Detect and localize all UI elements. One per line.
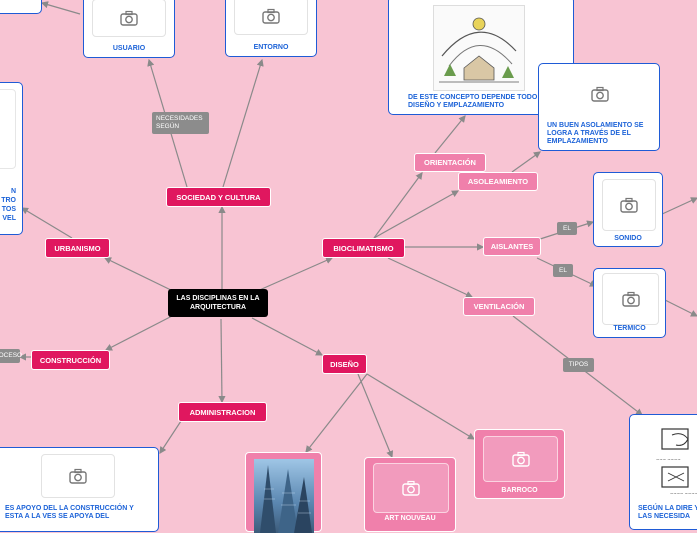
relation-tag-label: NECESIDADES SEGÚN: [156, 115, 203, 130]
sketch-image: [433, 5, 525, 91]
image-placeholder: [41, 454, 115, 498]
relation-tag-el-termico[interactable]: EL: [553, 264, 573, 277]
subtopic-label: ORIENTACIÓN: [424, 158, 476, 167]
card-style-art-nouveau[interactable]: ART NOUVEAU: [364, 457, 456, 532]
card-entorno[interactable]: ENTORNO: [225, 0, 317, 57]
image-placeholder: [483, 436, 558, 482]
camera-icon: [620, 197, 638, 213]
card-administracion[interactable]: ES APOYO DEL LA CONSTRUCCIÓN Y ESTA A LA…: [0, 447, 159, 532]
subtopic-label: AISLANTES: [490, 242, 534, 251]
branch-administracion[interactable]: ADMINISTRACION: [178, 402, 267, 422]
card-usuario[interactable]: USUARIO: [83, 0, 175, 58]
central-topic[interactable]: LAS DISCIPLINAS EN LA ARQUITECTURA: [168, 289, 268, 317]
relation-tag-proceso[interactable]: ROCESO: [0, 349, 23, 363]
subtopic-asoleamiento[interactable]: ASOLEAMIENTO: [458, 172, 538, 191]
card-caption: ENTORNO: [253, 44, 289, 51]
camera-icon: [511, 451, 530, 467]
relation-tag-label: EL: [559, 266, 567, 274]
branch-label: BIOCLIMATISMO: [333, 243, 394, 253]
building-photo: [254, 459, 314, 533]
image-placeholder: [561, 70, 639, 118]
sketch-drawing: [439, 17, 519, 83]
card-caption: SEGÚN LA DIRE Y LAS NECESIDA: [638, 505, 697, 520]
card-caption: SONIDO: [614, 235, 642, 242]
relation-tag-necesidades[interactable]: NECESIDADES SEGÚN: [152, 112, 209, 134]
camera-icon: [120, 10, 138, 26]
branch-label: URBANISMO: [54, 243, 101, 253]
card-caption: USUARIO: [112, 45, 146, 52]
sketch-image: ~~~ ~~~~ ~~~~ ~~~~: [650, 423, 697, 499]
svg-text:~~~ ~~~~: ~~~ ~~~~: [656, 457, 681, 462]
camera-icon: [262, 8, 280, 24]
building-drawing: [260, 465, 312, 533]
branch-sociedad-cultura[interactable]: SOCIEDAD Y CULTURA: [166, 187, 271, 207]
relation-tag-tipos[interactable]: TIPOS: [563, 358, 594, 372]
branch-label: ADMINISTRACION: [189, 407, 256, 417]
card-caption: BARROCO: [501, 487, 538, 494]
connector-lines: [18, 1, 697, 459]
card-asolamiento[interactable]: UN BUEN ASOLAMIENTO SE LOGRA A TRAVÉS DE…: [538, 63, 660, 151]
card-caption: TERMICO: [613, 325, 646, 332]
card-caption: ES APOYO DEL LA CONSTRUCCIÓN Y ESTA A LA…: [5, 505, 134, 520]
branch-construccion[interactable]: CONSTRUCCIÓN: [31, 350, 110, 370]
branch-bioclimatismo[interactable]: BIOCLIMATISMO: [322, 238, 405, 258]
camera-icon: [621, 291, 640, 307]
subtopic-orientacion[interactable]: ORIENTACIÓN: [414, 153, 486, 172]
relation-tag-label: EL: [563, 224, 571, 232]
sketch-drawing: ~~~ ~~~~ ~~~~ ~~~~: [656, 428, 697, 496]
camera-icon: [591, 86, 609, 102]
branch-urbanismo[interactable]: URBANISMO: [45, 238, 110, 258]
image-placeholder: [92, 0, 166, 37]
subtopic-aislantes[interactable]: AISLANTES: [483, 237, 541, 256]
card-sonido[interactable]: SONIDO: [593, 172, 663, 247]
card-caption: DE ESTE CONCEPTO DEPENDE TODO EL DISEÑO …: [408, 94, 549, 109]
subtopic-ventilacion[interactable]: VENTILACIÓN: [463, 297, 535, 316]
branch-label: CONSTRUCCIÓN: [39, 355, 102, 365]
card-caption: ART NOUVEAU: [384, 515, 436, 522]
card-caption: N TRO TOS VEL: [1, 188, 16, 222]
image-placeholder: [602, 273, 659, 325]
relation-tag-label: TIPOS: [568, 361, 589, 368]
card-termico[interactable]: TERMICO: [593, 268, 666, 338]
card-direccion-partial[interactable]: ~~~ ~~~~ ~~~~ ~~~~ SEGÚN LA DIRE Y LAS N…: [629, 414, 697, 530]
card-style-building-photo[interactable]: [245, 452, 322, 533]
central-topic-label: LAS DISCIPLINAS EN LA ARQUITECTURA: [176, 295, 260, 311]
image-placeholder: [373, 463, 449, 513]
subtopic-label: VENTILACIÓN: [473, 302, 525, 311]
image-placeholder: [602, 179, 656, 231]
card-urbanismo-partial[interactable]: N TRO TOS VEL: [0, 82, 23, 235]
card-caption: UN BUEN ASOLAMIENTO SE LOGRA A TRAVÉS DE…: [547, 122, 644, 145]
svg-text:~~~~ ~~~~: ~~~~ ~~~~: [670, 491, 697, 496]
branch-label: SOCIEDAD Y CULTURA: [176, 192, 261, 202]
relation-tag-el-sonido[interactable]: EL: [557, 222, 577, 235]
camera-icon: [69, 468, 87, 484]
card-style-barroco[interactable]: BARROCO: [474, 429, 565, 499]
branch-diseno[interactable]: DISEÑO: [322, 354, 367, 374]
image-placeholder: [234, 0, 308, 35]
branch-label: DISEÑO: [330, 359, 359, 369]
image-placeholder: [0, 89, 16, 169]
subtopic-label: ASOLEAMIENTO: [467, 177, 529, 186]
camera-icon: [402, 480, 420, 496]
relation-tag-label: ROCESO: [0, 352, 23, 359]
card-partial-top-left[interactable]: [0, 0, 42, 14]
